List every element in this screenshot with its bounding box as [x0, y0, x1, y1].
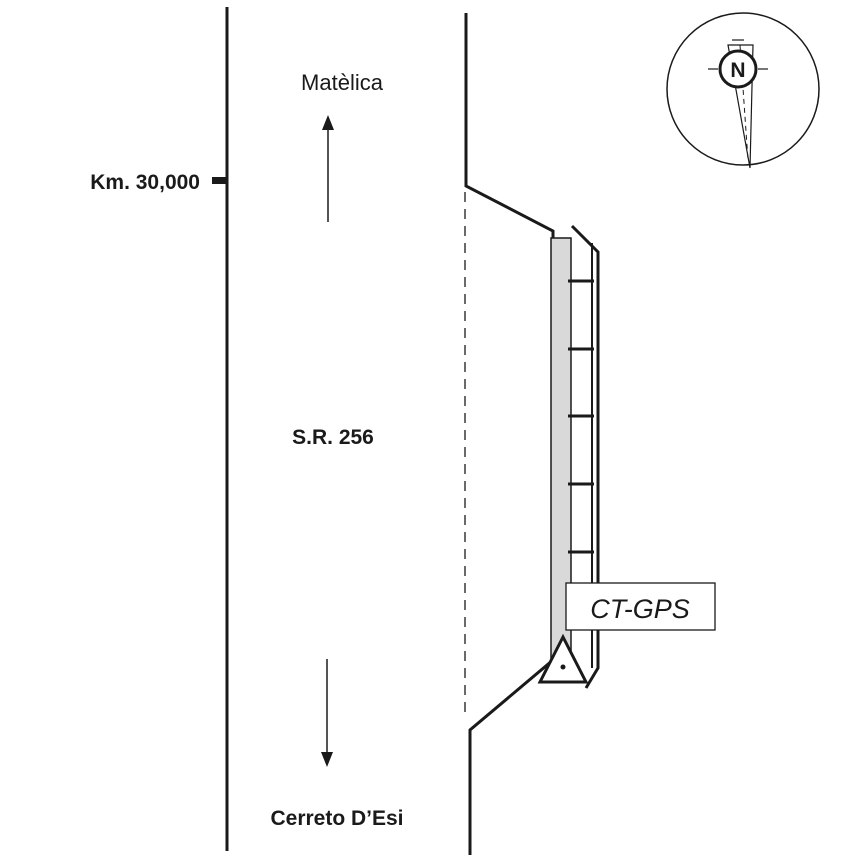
kilometer-marker-label: Km. 30,000 [90, 171, 200, 194]
station-label-box [565, 582, 716, 631]
layby-outer-edge [570, 224, 600, 689]
station-label: CT-GPS [590, 594, 690, 624]
north-destination-label: Matèlica [301, 70, 384, 95]
north-arrow-compass-icon: N [666, 12, 820, 169]
triangle-survey-point-icon [537, 633, 589, 684]
road-east-edge [464, 13, 555, 855]
road-name-label: S.R. 256 [292, 426, 374, 449]
southbound-arrow-icon [321, 659, 333, 767]
northbound-arrow-icon [322, 115, 334, 222]
guardrail-posts [568, 279, 594, 554]
kilometer-marker-tick [212, 177, 227, 184]
compass-letter: N [730, 59, 745, 82]
south-destination-label: Cerreto D’Esi [270, 807, 403, 830]
